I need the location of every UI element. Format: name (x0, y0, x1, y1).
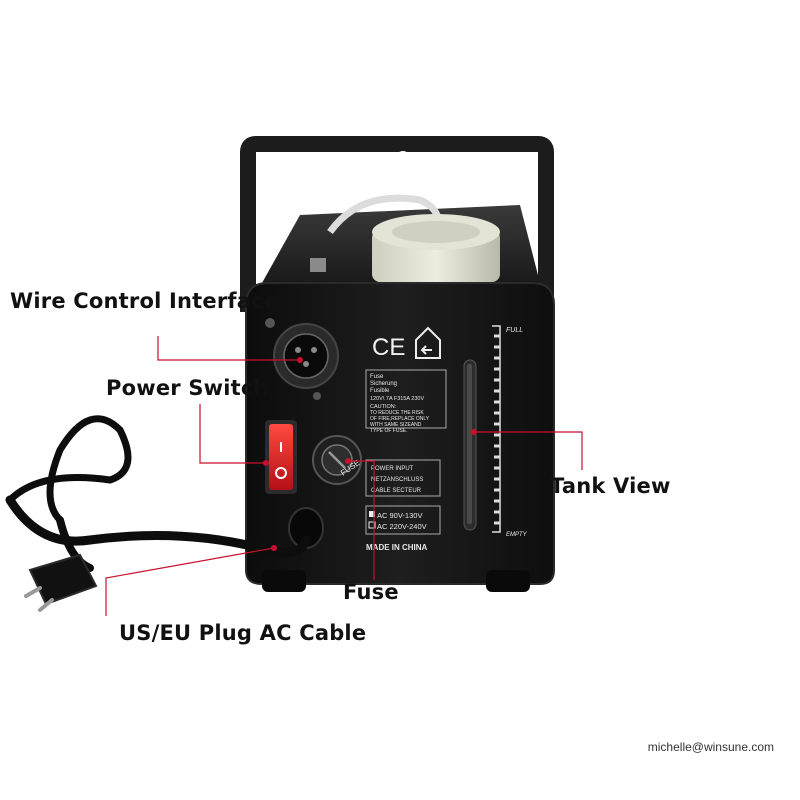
caution-line-1: CAUTION: (370, 404, 397, 410)
svg-text:NETZANSCHLUSS: NETZANSCHLUSS (371, 477, 423, 483)
label-fuse: Fuse (343, 580, 399, 604)
power-switch[interactable] (265, 420, 297, 494)
label-wire-control-interface: Wire Control Interface (10, 289, 279, 313)
tank-cap (310, 194, 500, 282)
caution-line-2: TO REDUCE THE RISK (370, 410, 424, 416)
svg-text:POWER INPUT: POWER INPUT (371, 466, 414, 472)
svg-text:OF FIRE,REPLACE ONLY: OF FIRE,REPLACE ONLY (370, 416, 430, 422)
label-power-switch: Power Switch (106, 376, 269, 400)
svg-text:CAUTION:: CAUTION: (370, 404, 397, 410)
indoor-use-icon (415, 326, 441, 359)
svg-text:AC 90V-130V: AC 90V-130V (377, 511, 422, 520)
made-in-china: MADE IN CHINA (366, 543, 428, 552)
callout-lines (105, 336, 583, 616)
fluid-level-gauge: FULL EMPTY (492, 325, 528, 538)
gauge-empty-label: EMPTY (506, 532, 528, 538)
svg-text:CABLE SECTEUR: CABLE SECTEUR (371, 488, 422, 494)
svg-text:MADE IN CHINA: MADE IN CHINA (366, 543, 428, 552)
gauge-full-label: FULL (506, 327, 523, 334)
voltage-low: AC 90V-130V (377, 511, 422, 520)
handle-bracket (240, 136, 554, 312)
power-input-fr: CABLE SECTEUR (371, 488, 422, 494)
label-plate: CE Fuse Sicherung Fusible 120V\ 7A F315A… (365, 326, 447, 552)
ce-mark: CE (372, 334, 405, 361)
voltage-high: AC 220V-240V (377, 522, 427, 531)
label-tank-view: Tank View (550, 474, 671, 498)
caution-line-5: TYPE OF FUSE. (370, 428, 408, 434)
svg-text:TYPE OF FUSE.: TYPE OF FUSE. (370, 428, 408, 434)
xlr-connector[interactable] (273, 323, 339, 389)
label-plug-ac-cable: US/EU Plug AC Cable (119, 621, 367, 645)
caution-line-3: OF FIRE,REPLACE ONLY (370, 416, 430, 422)
svg-text:120V\ 7A F315A 230V: 120V\ 7A F315A 230V (370, 396, 424, 402)
power-input-en: POWER INPUT (371, 466, 414, 472)
fuse-fr: Fusible (370, 388, 390, 394)
fuse-de: Sicherung (370, 381, 397, 387)
svg-text:TO REDUCE THE RISK: TO REDUCE THE RISK (370, 410, 424, 416)
contact-email: michelle@winsune.com (647, 740, 774, 754)
svg-text:Sicherung: Sicherung (370, 381, 397, 387)
right-foot (486, 570, 530, 592)
tank-view-window (463, 359, 477, 531)
eu-plug (24, 553, 98, 612)
callout-dots (263, 357, 477, 551)
left-foot (262, 570, 306, 592)
fuse-rating: 120V\ 7A F315A 230V (370, 396, 424, 402)
fuse-holder[interactable]: FUSE (312, 435, 362, 485)
screw (313, 392, 321, 400)
svg-text:Fusible: Fusible (370, 388, 390, 394)
svg-text:Fuse: Fuse (370, 374, 384, 380)
screw (265, 318, 275, 328)
power-input-de: NETZANSCHLUSS (371, 477, 423, 483)
svg-text:AC 220V-240V: AC 220V-240V (377, 522, 427, 531)
fuse-title: Fuse (370, 374, 384, 380)
caution-line-4: WITH SAME SIZEAND (370, 422, 422, 428)
svg-text:WITH SAME SIZEAND: WITH SAME SIZEAND (370, 422, 422, 428)
